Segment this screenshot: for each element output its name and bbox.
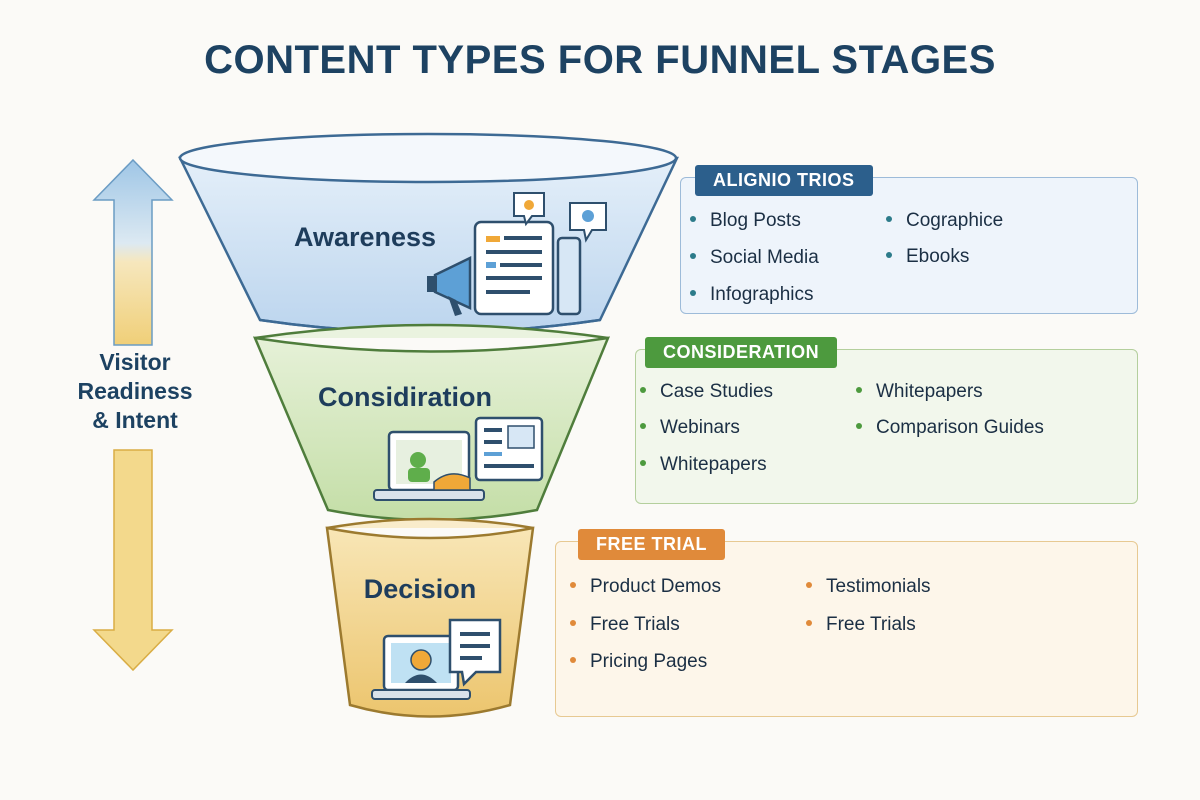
dashboard-icon	[474, 416, 544, 482]
video-call-icon	[371, 634, 471, 700]
list-item: Whitepapers	[856, 381, 983, 403]
list-item: Comparison Guides	[856, 417, 1044, 439]
awareness-tag: ALIGNIO TRIOS	[695, 165, 873, 196]
list-item: Case Studies	[640, 381, 773, 403]
consideration-tag: CONSIDERATION	[645, 337, 838, 368]
list-item: Product Demos	[570, 576, 721, 598]
list-item: Whitepapers	[640, 454, 767, 476]
document-icon	[473, 220, 555, 316]
decision-tag: FREE TRIAL	[578, 529, 725, 560]
stage-label-awareness: Awareness	[293, 222, 437, 252]
list-item: Cographice	[886, 210, 1003, 232]
stage-label-consideration: Considiration	[318, 382, 492, 412]
chat-bubble-icon	[448, 618, 502, 687]
list-item: Pricing Pages	[570, 651, 707, 673]
megaphone-icon	[427, 256, 472, 316]
list-item: Social Media	[690, 247, 819, 269]
readiness-arrow	[92, 158, 174, 672]
presenter-icon	[408, 452, 471, 491]
phone-icon	[556, 236, 582, 316]
list-item: Free Trials	[806, 614, 916, 636]
stage-label-decision: Decision	[363, 574, 477, 604]
list-item: Ebooks	[886, 246, 969, 268]
list-item: Blog Posts	[690, 210, 801, 232]
list-item: Free Trials	[570, 614, 680, 636]
list-item: Testimonials	[806, 576, 931, 598]
visitor-readiness-label: Visitor Readiness & Intent	[77, 349, 193, 433]
list-item: Webinars	[640, 417, 740, 439]
list-item: Infographics	[690, 284, 814, 306]
page-title: CONTENT TYPES FOR FUNNEL STAGES	[204, 38, 996, 82]
chat-bubble-icon	[513, 192, 607, 243]
